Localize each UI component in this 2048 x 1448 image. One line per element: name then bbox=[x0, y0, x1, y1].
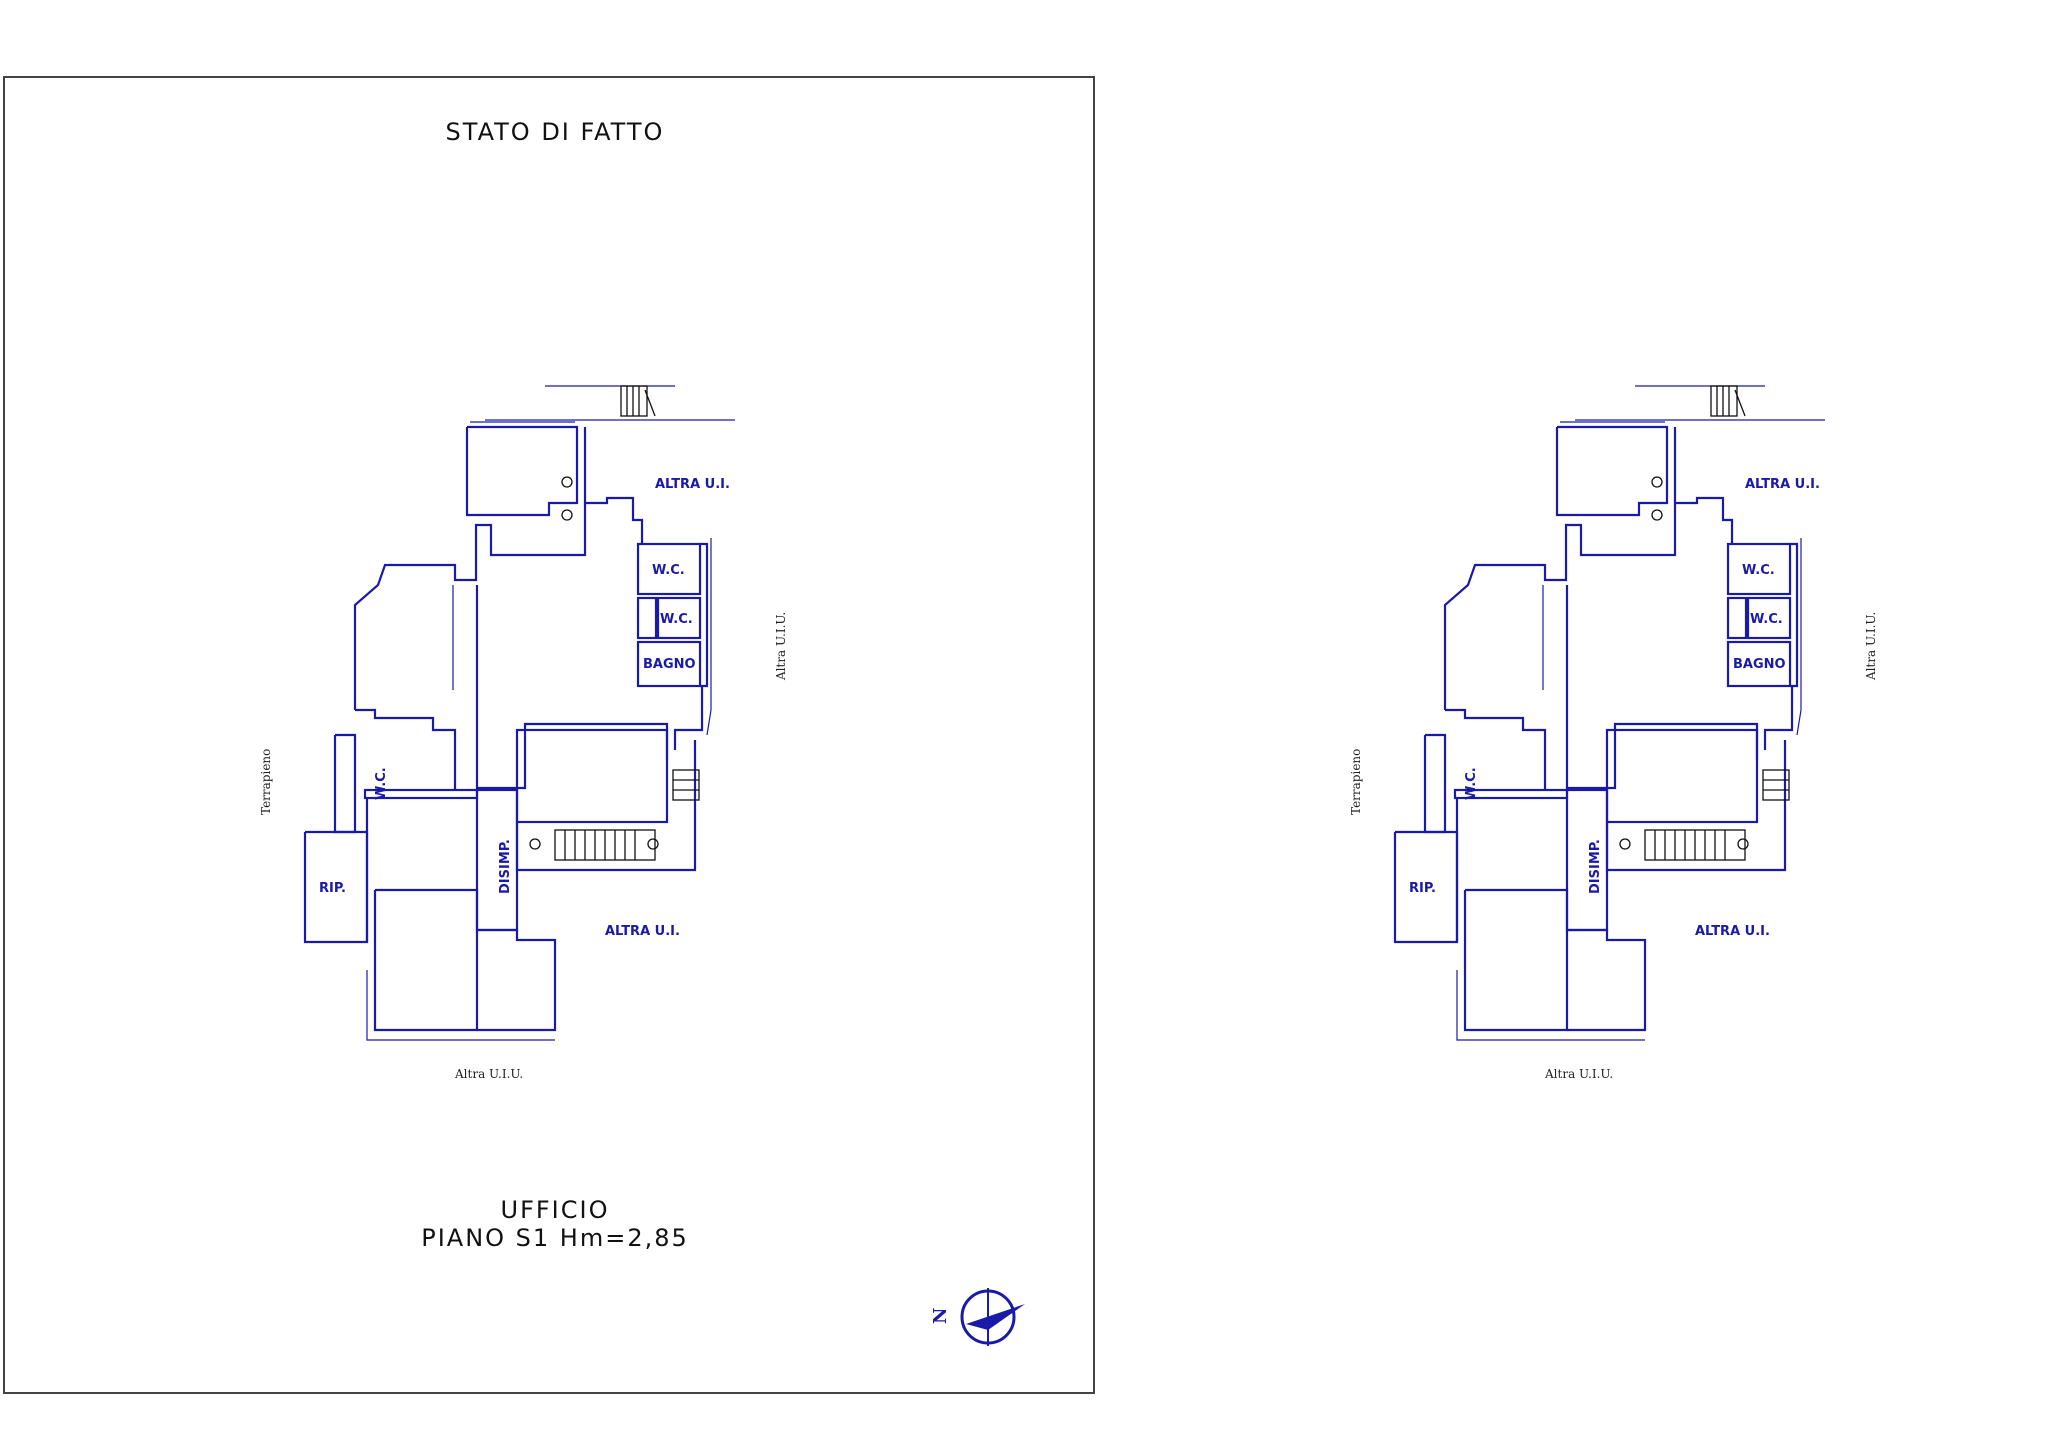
room-label-bagno: BAGNO bbox=[643, 657, 696, 672]
neighbor-label-bottom: ALTRA U.I. bbox=[605, 924, 680, 939]
neighbor-label-top: ALTRA U.I. bbox=[655, 477, 730, 492]
neighbor-note-terrapieno: Terrapieno bbox=[259, 749, 273, 815]
sheet-use: UFFICIO bbox=[500, 1196, 610, 1224]
room-label-bagno: BAGNO bbox=[1733, 657, 1786, 672]
plan-walls bbox=[303, 385, 735, 1041]
room-label-disimp: DISIMP. bbox=[1588, 839, 1603, 894]
north-label: N bbox=[930, 1308, 951, 1324]
room-label-rip: RIP. bbox=[1409, 881, 1436, 896]
neighbor-note-right: Altra U.I.U. bbox=[1864, 612, 1878, 681]
room-label-rip: RIP. bbox=[319, 881, 346, 896]
north-arrow-icon: N bbox=[930, 1282, 1030, 1352]
floor-plan-drawing: ALTRA U.I. W.C. W.C. BAGNO W.C. RIP. DIS… bbox=[259, 385, 788, 1081]
floor-plan-right: ALTRA U.I. W.C. W.C. BAGNO W.C. RIP. DIS… bbox=[1345, 370, 1878, 1090]
room-label-wc-small: W.C. bbox=[660, 612, 693, 627]
neighbor-note-right: Altra U.I.U. bbox=[774, 612, 788, 681]
neighbor-note-bottom: Altra U.I.U. bbox=[454, 1067, 523, 1081]
floor-plan-left: ALTRA U.I. W.C. W.C. BAGNO W.C. RIP. DIS… bbox=[255, 370, 788, 1090]
neighbor-note-terrapieno: Terrapieno bbox=[1349, 749, 1363, 815]
left-sheet-frame bbox=[3, 76, 1095, 1394]
sheet-floor: PIANO S1 Hm=2,85 bbox=[421, 1224, 689, 1252]
neighbor-label-top: ALTRA U.I. bbox=[1745, 477, 1820, 492]
room-label-disimp: DISIMP. bbox=[498, 839, 513, 894]
room-label-wc-left: W.C. bbox=[374, 767, 389, 800]
room-label-wc-top: W.C. bbox=[652, 563, 685, 578]
floor-plan-drawing-copy: ALTRA U.I. W.C. W.C. BAGNO W.C. RIP. DIS… bbox=[1349, 385, 1878, 1081]
neighbor-label-bottom: ALTRA U.I. bbox=[1695, 924, 1770, 939]
sheet-heading: STATO DI FATTO bbox=[445, 118, 665, 146]
room-label-wc-small: W.C. bbox=[1750, 612, 1783, 627]
plan-walls-copy bbox=[1393, 385, 1825, 1041]
room-label-wc-top: W.C. bbox=[1742, 563, 1775, 578]
room-label-wc-left: W.C. bbox=[1464, 767, 1479, 800]
neighbor-note-bottom: Altra U.I.U. bbox=[1544, 1067, 1613, 1081]
